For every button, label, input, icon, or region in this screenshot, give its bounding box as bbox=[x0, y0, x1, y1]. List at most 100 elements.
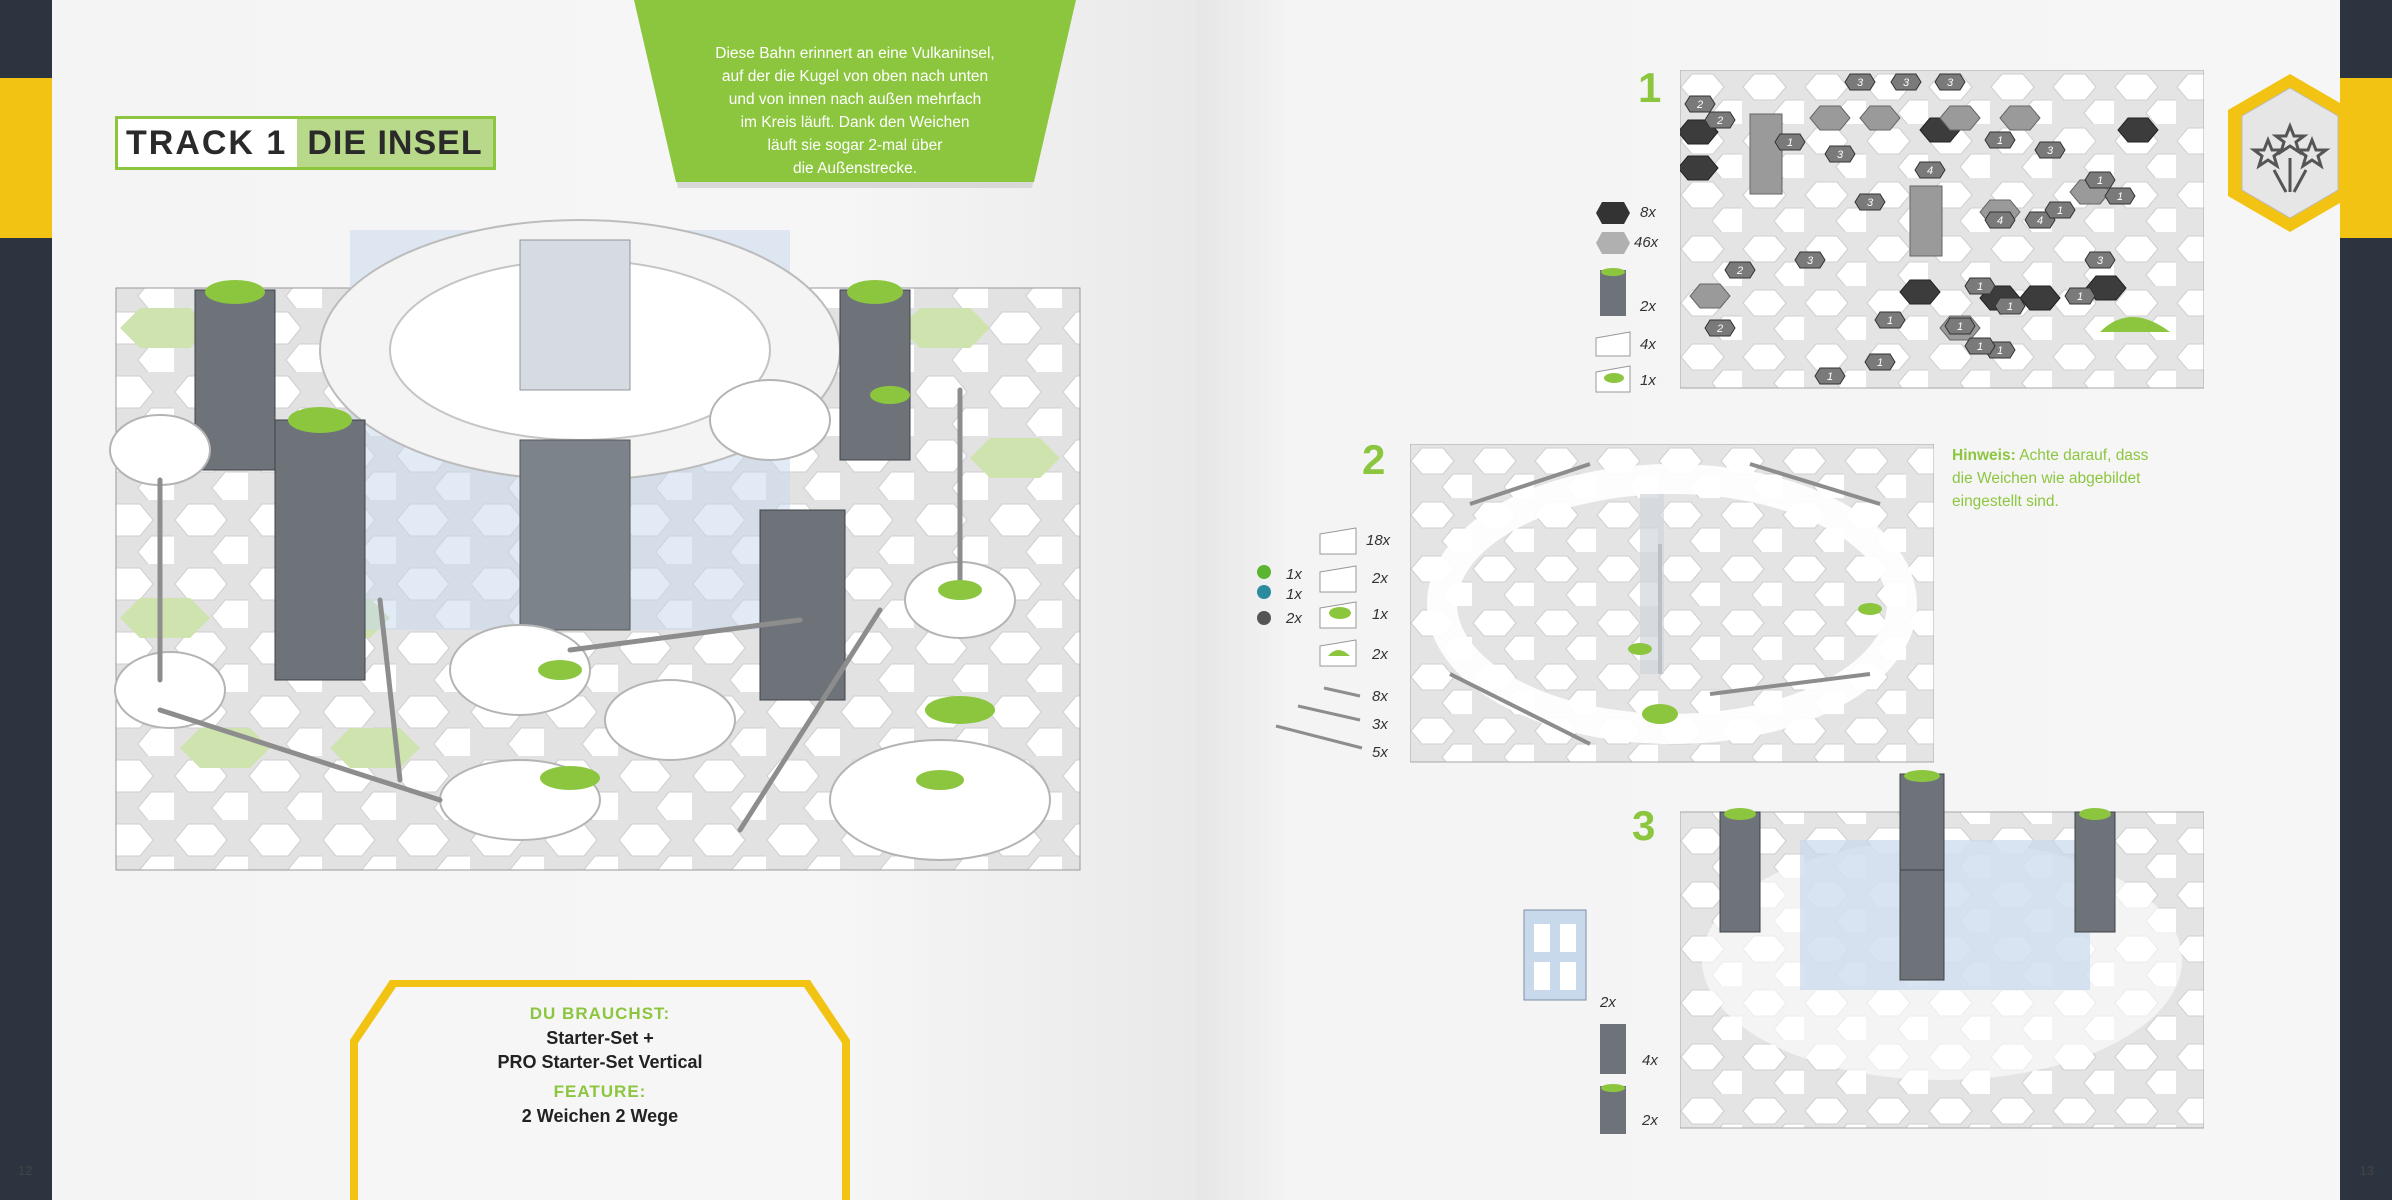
svg-text:2: 2 bbox=[1716, 323, 1723, 335]
requirements-content: DU BRAUCHST: Starter-Set + PRO Starter-S… bbox=[350, 1002, 850, 1128]
gray-hex-tile-icon bbox=[1596, 232, 1630, 254]
step-2-part-count: 3x bbox=[1372, 716, 1388, 733]
step-1-part-count: 4x bbox=[1640, 336, 1656, 353]
svg-text:1: 1 bbox=[2117, 191, 2123, 203]
main-track-illustration bbox=[109, 219, 1081, 871]
step-1-height-marker: 3 bbox=[1854, 193, 1886, 211]
step-1-height-marker: 1 bbox=[2084, 171, 2116, 189]
svg-text:1: 1 bbox=[1887, 315, 1893, 327]
step-2-part-count: 2x bbox=[1372, 570, 1388, 587]
need-heading: DU BRAUCHST: bbox=[529, 1004, 671, 1023]
svg-text:3: 3 bbox=[1807, 255, 1814, 267]
svg-text:1: 1 bbox=[1957, 321, 1963, 333]
catcher-tile-icon bbox=[1319, 639, 1357, 667]
left-edge-yellow-mark bbox=[0, 78, 52, 238]
step-1-height-marker: 1 bbox=[1774, 133, 1806, 151]
step-1-height-marker: 1 bbox=[1864, 353, 1896, 371]
svg-text:2: 2 bbox=[1696, 99, 1703, 111]
intro-shape bbox=[634, 0, 1076, 188]
step-1-height-marker: 2 bbox=[1724, 261, 1756, 279]
hint-body: Achte darauf, dass die Weichen wie abgeb… bbox=[1952, 447, 2149, 510]
svg-text:1: 1 bbox=[2077, 291, 2083, 303]
intro-text: Diese Bahn erinnert an eine Vulkaninsel,… bbox=[715, 45, 995, 177]
hint-text: Hinweis: Achte darauf, dass die Weichen … bbox=[1952, 444, 2162, 513]
left-page: TRACK 1 DIE INSEL Diese Bahn erinnert an… bbox=[0, 0, 1196, 1200]
requirements-shape bbox=[350, 980, 850, 1200]
teal-ball-icon bbox=[1257, 585, 1271, 599]
svg-text:4: 4 bbox=[1997, 215, 2003, 227]
step-3-board bbox=[1680, 770, 2204, 1129]
step-number-1: 1 bbox=[1638, 64, 1662, 111]
step-1-height-marker: 1 bbox=[1984, 131, 2016, 149]
wall-panel-icon bbox=[1523, 909, 1587, 1001]
step-number-2: 2 bbox=[1362, 436, 1386, 483]
step-1-height-marker: 1 bbox=[1964, 337, 1996, 355]
step-1-board: 333221343131234411321111111111 bbox=[1680, 70, 2204, 389]
step-1-height-marker: 1 bbox=[1874, 311, 1906, 329]
step-1-height-marker: 1 bbox=[1994, 297, 2026, 315]
need-line-1: Starter-Set + bbox=[546, 1028, 654, 1048]
step-1-height-marker: 4 bbox=[1914, 161, 1946, 179]
step-1-height-marker: 1 bbox=[1964, 277, 1996, 295]
curve-tile-icon bbox=[1319, 527, 1357, 555]
step-1-height-marker: 4 bbox=[1984, 211, 2016, 229]
step-1-part-count: 8x bbox=[1640, 204, 1656, 221]
svg-text:3: 3 bbox=[1857, 77, 1864, 89]
step-1-height-marker: 2 bbox=[1684, 95, 1716, 113]
svg-text:4: 4 bbox=[2037, 215, 2043, 227]
step-1-height-marker: 1 bbox=[1944, 317, 1976, 335]
step-2-part-count: 5x bbox=[1372, 744, 1388, 761]
svg-text:1: 1 bbox=[1787, 137, 1793, 149]
svg-text:3: 3 bbox=[1837, 149, 1844, 161]
step-1-height-marker: 2 bbox=[1704, 111, 1736, 129]
curve-tile-icon bbox=[1319, 565, 1357, 593]
dark-hex-tile-icon bbox=[1596, 202, 1630, 224]
step-3-part-count: 2x bbox=[1642, 1112, 1658, 1129]
step-3-part-count: 2x bbox=[1600, 994, 1616, 1011]
step-1-height-marker: 3 bbox=[1934, 73, 1966, 91]
step-2-part-count: 1x bbox=[1372, 606, 1388, 623]
svg-text:1: 1 bbox=[2057, 205, 2063, 217]
curve-tile-icon bbox=[1595, 331, 1631, 357]
step-1-height-marker: 1 bbox=[2104, 187, 2136, 205]
green-ball-icon bbox=[1257, 565, 1271, 579]
tower-icon bbox=[1600, 1024, 1626, 1074]
rail-long-icon bbox=[1275, 724, 1363, 750]
svg-text:1: 1 bbox=[2097, 175, 2103, 187]
rail-short-icon bbox=[1323, 686, 1361, 698]
stars-icon bbox=[2249, 121, 2331, 193]
step-2-part-count: 2x bbox=[1372, 646, 1388, 663]
svg-text:3: 3 bbox=[1903, 77, 1910, 89]
intro-box: Diese Bahn erinnert an eine Vulkaninsel,… bbox=[630, 0, 1080, 200]
ball-count: 1x bbox=[1286, 586, 1302, 603]
svg-text:2: 2 bbox=[1716, 115, 1723, 127]
track-title-name: DIE INSEL bbox=[297, 119, 493, 167]
ball-count: 1x bbox=[1286, 566, 1302, 583]
switch-tile-icon bbox=[1319, 601, 1357, 629]
step-number-3: 3 bbox=[1632, 802, 1656, 849]
svg-text:1: 1 bbox=[1997, 135, 2003, 147]
svg-text:1: 1 bbox=[1997, 345, 2003, 357]
step-1-height-marker: 2 bbox=[1704, 319, 1736, 337]
svg-text:3: 3 bbox=[1947, 77, 1954, 89]
svg-text:4: 4 bbox=[1927, 165, 1933, 177]
tower-green-icon bbox=[1600, 1084, 1626, 1134]
step-1-part-count: 2x bbox=[1640, 298, 1656, 315]
hint-label: Hinweis: bbox=[1952, 447, 2016, 464]
tower-icon bbox=[1600, 268, 1626, 316]
svg-text:2: 2 bbox=[1736, 265, 1743, 277]
step-1-height-marker: 1 bbox=[2064, 287, 2096, 305]
track-title-number: TRACK 1 bbox=[126, 124, 288, 162]
step-1-height-marker: 3 bbox=[1890, 73, 1922, 91]
step-2-part-count: 18x bbox=[1366, 532, 1391, 549]
expert-badge bbox=[2228, 74, 2352, 232]
svg-text:1: 1 bbox=[1977, 341, 1983, 353]
feature-text: 2 Weichen 2 Wege bbox=[521, 1106, 679, 1126]
track-title: TRACK 1 DIE INSEL bbox=[115, 116, 496, 170]
switch-tile-icon bbox=[1595, 365, 1631, 393]
step-1-height-marker: 3 bbox=[1794, 251, 1826, 269]
step-1-height-marker: 3 bbox=[2034, 141, 2066, 159]
page-number-left: 12 bbox=[18, 1163, 33, 1178]
ball-count: 2x bbox=[1286, 610, 1302, 627]
